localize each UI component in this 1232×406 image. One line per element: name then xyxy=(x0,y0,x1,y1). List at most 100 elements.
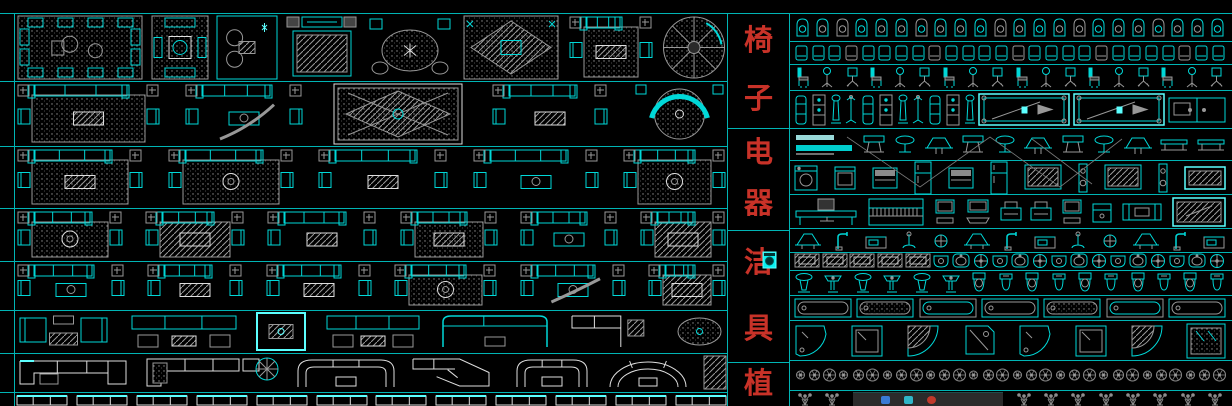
cad-block-square-lamp-room[interactable] xyxy=(216,15,278,80)
cad-symbol-chair-plan-square[interactable] xyxy=(1061,43,1076,63)
cad-symbol-plant-plan[interactable] xyxy=(1126,368,1140,383)
cad-symbol-billiard-table[interactable] xyxy=(1073,93,1165,126)
cad-block-armchair-pair-set[interactable] xyxy=(16,312,111,351)
cad-symbol-bathtub[interactable] xyxy=(1168,298,1226,318)
cad-symbol-bathtub[interactable] xyxy=(794,298,852,318)
cad-block-tiny-sofa[interactable] xyxy=(675,394,727,406)
cad-symbol-chair-plan-square[interactable] xyxy=(844,43,859,63)
cad-symbol-chair-elevation[interactable] xyxy=(1037,66,1056,90)
cad-symbol-fixture-elevation[interactable] xyxy=(833,231,853,251)
cad-block-l-shape-sofa[interactable] xyxy=(568,312,656,351)
cad-symbol-range-hood[interactable] xyxy=(1023,132,1053,158)
cad-symbol-basin-plan[interactable] xyxy=(1090,253,1108,269)
cad-symbol-chair-plan-round[interactable] xyxy=(1189,16,1206,40)
cad-symbol-chair-plan-square[interactable] xyxy=(827,43,842,63)
cad-block-tiny-sofa[interactable] xyxy=(196,394,248,406)
cad-symbol-speaker[interactable] xyxy=(1078,163,1088,193)
cad-block-sofa-dark-set[interactable] xyxy=(639,210,727,260)
cad-symbol-toilet[interactable] xyxy=(970,272,988,294)
cad-symbol-chair-plan-square[interactable] xyxy=(861,43,876,63)
cad-symbol-fixture-elevation[interactable] xyxy=(1068,231,1088,251)
cad-symbol-fixture-elevation[interactable] xyxy=(899,231,919,251)
cad-symbol-fridge[interactable] xyxy=(990,161,1008,195)
cad-block-square-table-room[interactable] xyxy=(151,15,209,80)
cad-symbol-fixture-elevation[interactable] xyxy=(1033,231,1057,251)
blue-app-icon[interactable] xyxy=(881,395,890,404)
cad-symbol-plant-plan[interactable] xyxy=(1097,368,1110,383)
cad-symbol-chair-plan-square[interactable] xyxy=(961,43,976,63)
cad-block-highlight-box[interactable] xyxy=(256,312,306,351)
cad-symbol-washing-machine[interactable] xyxy=(794,164,818,192)
cad-symbol-chair-plan-round[interactable] xyxy=(913,16,930,40)
cad-symbol-basin-plan[interactable] xyxy=(1149,253,1167,269)
cad-symbol-chair-plan-round[interactable] xyxy=(1031,16,1048,40)
cad-symbol-speaker[interactable] xyxy=(1158,163,1168,193)
cad-symbol-panel-unit[interactable] xyxy=(948,164,974,192)
cad-block-tiny-sofa[interactable] xyxy=(375,394,427,406)
cad-symbol-chair-elevation[interactable] xyxy=(794,66,813,90)
cad-symbol-chair-plan-square[interactable] xyxy=(1161,43,1176,63)
cad-symbol-chair-elevation[interactable] xyxy=(915,66,934,90)
cad-symbol-basin-gray[interactable] xyxy=(794,253,820,269)
cad-symbol-toilet[interactable] xyxy=(1076,272,1094,294)
cad-symbol-plant-plan[interactable] xyxy=(808,368,821,383)
cad-symbol-plant-plan[interactable] xyxy=(952,368,966,383)
cad-symbol-plant-plan[interactable] xyxy=(1184,368,1197,383)
cad-symbol-basin-gray[interactable] xyxy=(877,253,903,269)
cad-block-bright-corner-sofa[interactable] xyxy=(439,312,551,351)
cad-symbol-basin-plan[interactable] xyxy=(952,253,970,269)
cad-symbol-tall-stand[interactable] xyxy=(794,94,808,126)
cad-symbol-range-hood[interactable] xyxy=(861,132,887,158)
cad-symbol-plant-plan[interactable] xyxy=(881,368,894,383)
cad-symbol-tv-set[interactable] xyxy=(1024,163,1062,193)
cad-symbol-basin-plan[interactable] xyxy=(1168,253,1186,269)
cad-block-tiny-sofa[interactable] xyxy=(615,394,667,406)
cad-symbol-basin-gray[interactable] xyxy=(849,253,875,269)
category-appliances[interactable]: 电 器 xyxy=(728,128,789,230)
cad-symbol-chair-plan-square[interactable] xyxy=(1094,43,1109,63)
cad-block-tiny-sofa[interactable] xyxy=(136,394,188,406)
cad-symbol-fixture-elevation[interactable] xyxy=(1002,231,1022,251)
cad-symbol-corner-shower[interactable] xyxy=(794,324,828,358)
cad-symbol-basin-gray[interactable] xyxy=(905,253,931,269)
cad-symbol-bathtub[interactable] xyxy=(1043,298,1101,318)
cad-symbol-plant-plan[interactable] xyxy=(1082,368,1096,383)
cad-symbol-bathtub[interactable] xyxy=(919,298,977,318)
cad-symbol-chair-plan-square[interactable] xyxy=(1044,43,1059,63)
cad-symbol-chair-plan-round[interactable] xyxy=(893,16,910,40)
cad-symbol-chair-plan-round[interactable] xyxy=(1150,16,1167,40)
cad-symbol-basin-plan[interactable] xyxy=(1011,253,1029,269)
cad-symbol-plant-plan[interactable] xyxy=(794,368,807,383)
cad-block-sofa-row[interactable] xyxy=(128,312,240,351)
cad-symbol-chair-plan-square[interactable] xyxy=(1011,43,1026,63)
cad-symbol-basin-plan[interactable] xyxy=(932,253,950,269)
cad-symbol-bathtub[interactable] xyxy=(856,298,914,318)
cad-symbol-tall-stand[interactable] xyxy=(897,94,909,126)
cad-symbol-fixture-elevation[interactable] xyxy=(1099,231,1121,251)
cad-block-corner-poly-sofa[interactable] xyxy=(409,355,501,390)
cad-symbol-shower-cabin[interactable] xyxy=(1186,323,1226,359)
cad-symbol-plant-plan[interactable] xyxy=(967,368,980,383)
cad-block-u-round-sofa[interactable] xyxy=(602,355,694,390)
cad-block-tiny-sofa[interactable] xyxy=(555,394,607,406)
cad-symbol-screen[interactable] xyxy=(1184,164,1226,192)
cad-symbol-basin-plan[interactable] xyxy=(1050,253,1068,269)
cad-symbol-chair-elevation[interactable] xyxy=(988,66,1007,90)
cad-symbol-desk-small[interactable] xyxy=(1121,198,1163,226)
cad-symbol-plant-plan[interactable] xyxy=(1011,368,1024,383)
cad-block-sofa-plain-set[interactable] xyxy=(519,210,619,260)
cad-block-tv-wall-room[interactable] xyxy=(285,15,359,80)
cad-symbol-chair-plan-round[interactable] xyxy=(932,16,949,40)
cad-symbol-pedestal-sink[interactable] xyxy=(822,272,844,294)
cad-symbol-pedestal-sink[interactable] xyxy=(881,272,903,294)
cad-symbol-toilet[interactable] xyxy=(1023,272,1041,294)
cad-symbol-range-hood[interactable] xyxy=(924,132,954,158)
cad-symbol-cyan-bars[interactable] xyxy=(794,132,854,158)
cad-block-sofa-row[interactable] xyxy=(323,312,423,351)
cad-block-rug-room[interactable] xyxy=(16,15,144,80)
cad-symbol-toilet[interactable] xyxy=(1102,272,1120,294)
cad-symbol-plant-plan[interactable] xyxy=(924,368,937,383)
cad-symbol-chair-plan-round[interactable] xyxy=(952,16,969,40)
cad-symbol-chair-plan-round[interactable] xyxy=(972,16,989,40)
cad-symbol-chair-plan-square[interactable] xyxy=(944,43,959,63)
